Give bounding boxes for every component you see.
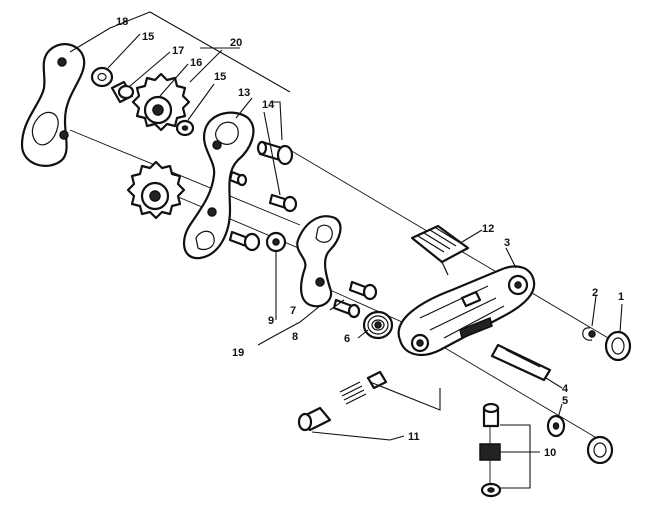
- washer-small: [175, 119, 195, 137]
- cage-mount-bracket: [296, 215, 342, 308]
- callout-19: 19: [232, 347, 244, 359]
- bracket-screw: [348, 280, 378, 301]
- callout-16: 16: [190, 57, 202, 69]
- adjuster-cap: [366, 370, 388, 390]
- callout-8: 8: [292, 331, 298, 343]
- lower-pulley-wheel: [126, 160, 186, 220]
- callout-14: 14: [262, 99, 275, 111]
- inner-cage-plate: [182, 111, 255, 260]
- pulley-bushing: [110, 80, 135, 104]
- stop-screw: [228, 170, 248, 187]
- callout-5: 5: [562, 395, 568, 407]
- callout-15b: 15: [214, 71, 226, 83]
- adjuster-screw: [297, 406, 332, 432]
- cable-guide-plate: [490, 343, 552, 382]
- callout-15: 15: [142, 31, 154, 43]
- bracket-pin: [332, 298, 361, 319]
- callout-10: 10: [544, 447, 556, 459]
- pulley-bolt-lower: [228, 230, 261, 252]
- washer-upper: [90, 66, 114, 88]
- callout-11: 11: [408, 431, 420, 443]
- axle-nut: [586, 435, 614, 465]
- callout-17: 17: [172, 45, 184, 57]
- callout-20: 20: [230, 37, 242, 49]
- pivot-bolt: [256, 140, 294, 166]
- cable-anchor-bolt: [479, 402, 502, 498]
- callout-3: 3: [504, 237, 510, 249]
- callout-18: 18: [116, 16, 128, 28]
- callout-6: 6: [344, 333, 350, 345]
- callout-13: 13: [238, 87, 250, 99]
- callout-2: 2: [592, 287, 598, 299]
- mounting-nut: [604, 330, 632, 362]
- leader-lines: [69, 11, 623, 489]
- adjuster-spring: [339, 381, 367, 405]
- axle-washer: [546, 414, 566, 438]
- outer-cage-plate: [20, 43, 86, 167]
- callout-labels: 18 15 17 20 16 15 13 14 12 3 2 1 9 7 8 6…: [116, 16, 624, 459]
- cage-washer: [265, 231, 287, 253]
- callout-1: 1: [618, 291, 624, 303]
- derailleur-body: [397, 265, 536, 357]
- callout-9: 9: [268, 315, 274, 327]
- return-spring: [410, 224, 470, 276]
- pulley-bolt-upper: [268, 193, 298, 213]
- callout-4: 4: [562, 383, 569, 395]
- upper-pulley-wheel: [131, 72, 191, 132]
- callout-12: 12: [482, 223, 494, 235]
- pivot-spring-small: [362, 310, 394, 340]
- callout-7: 7: [290, 305, 296, 317]
- retaining-clip: [582, 327, 596, 341]
